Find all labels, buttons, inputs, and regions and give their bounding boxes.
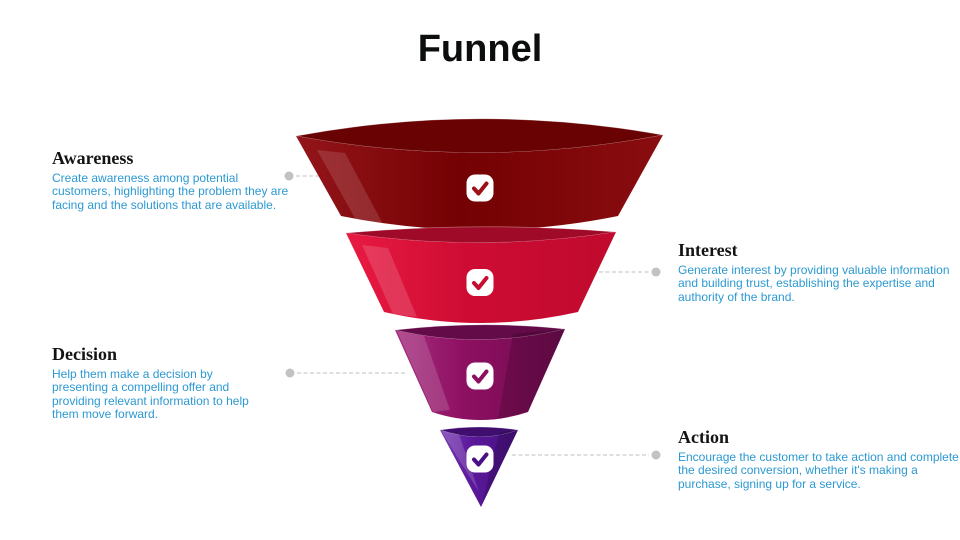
stage-text-decision: Decision Help them make a decision by pr…: [52, 344, 262, 422]
funnel-stage-awareness: [295, 118, 664, 230]
stage-description: Help them make a decision by presenting …: [52, 367, 249, 422]
stage-heading: Awareness: [52, 148, 134, 168]
stage-text-interest: Interest Generate interest by providing …: [678, 240, 960, 304]
connector-interest: [599, 267, 661, 277]
funnel-stage-interest: [345, 226, 617, 323]
shade-facet: [482, 430, 518, 504]
stage-description: Generate interest by providing valuable …: [678, 263, 950, 304]
gloss-highlight: [362, 245, 417, 317]
gloss-highlight: [397, 331, 450, 412]
connector-dot: [285, 368, 295, 378]
funnel-stage-decision: [394, 324, 566, 420]
stage-description: Encourage the customer to take action an…: [678, 450, 959, 491]
connector-decision: [285, 368, 407, 378]
connector-dot: [284, 171, 294, 181]
gloss-highlight: [317, 150, 383, 224]
connector-dot: [651, 267, 661, 277]
shade-facet: [498, 329, 565, 419]
check-icon: [472, 369, 489, 384]
connector-action: [512, 450, 661, 460]
stage-text-awareness: Awareness Create awareness among potenti…: [52, 148, 300, 212]
badge-background: [466, 445, 494, 473]
stage-badge: [466, 174, 494, 202]
stage-text-action: Action Encourage the customer to take ac…: [678, 427, 960, 491]
check-icon: [472, 181, 489, 196]
stage-badge: [466, 445, 494, 473]
stage-badge: [466, 362, 494, 390]
connector-dot: [651, 450, 661, 460]
stage-heading: Action: [678, 427, 729, 447]
stage-heading: Decision: [52, 344, 117, 364]
stage-badge: [466, 269, 494, 296]
badge-background: [466, 362, 494, 390]
badge-background: [466, 174, 494, 202]
stage-heading: Interest: [678, 240, 738, 260]
badge-background: [466, 269, 494, 296]
stage-description: Create awareness among potential custome…: [52, 171, 289, 212]
gloss-highlight: [441, 430, 479, 492]
check-icon: [472, 276, 489, 290]
check-icon: [472, 452, 489, 467]
funnel-stage-action: [439, 426, 520, 507]
page-title: Funnel: [417, 28, 543, 70]
